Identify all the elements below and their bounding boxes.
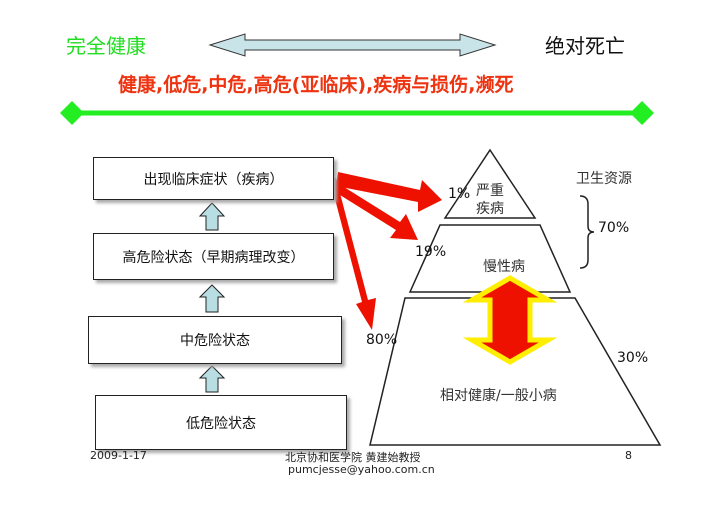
pyramid-top	[443, 148, 537, 219]
pct-top: 1%	[448, 186, 471, 202]
pct-middle: 19%	[415, 244, 447, 260]
double-arrow-health-death	[208, 33, 497, 57]
up-arrow-icon	[198, 365, 226, 393]
header-left-label: 完全健康	[66, 34, 146, 58]
spectrum-text: 健康,低危,中危,高危(亚临床),疾病与损伤,濒死	[118, 74, 514, 96]
header-right-label: 绝对死亡	[545, 34, 625, 58]
footer-date: 2009-1-17	[90, 449, 147, 462]
resources-lower-pct: 30%	[617, 350, 649, 366]
pyramid-middle-label: 慢性病	[483, 259, 525, 275]
footer-email: pumcjesse@yahoo.com.cn	[288, 463, 435, 476]
pyramid-bottom-label: 相对健康/一般小病	[440, 388, 557, 404]
stage-high-risk: 高危险状态（早期病理改变）	[93, 233, 334, 280]
stage-medium-risk: 中危险状态	[88, 316, 342, 364]
stage-clinical-symptoms: 出现临床症状（疾病）	[93, 157, 334, 200]
pyramid-top-line1: 严重	[476, 183, 504, 199]
diamond-left-icon	[60, 101, 84, 125]
diamond-right-icon	[630, 101, 654, 125]
up-arrow-icon	[198, 284, 226, 313]
pyramid-top-label: 严重疾病	[476, 182, 504, 218]
pct-bottom: 80%	[366, 332, 398, 348]
red-arrow-bottom	[330, 178, 376, 330]
red-arrow-top	[336, 172, 442, 212]
resources-upper-pct: 70%	[598, 220, 630, 236]
footer-author: 北京协和医学院 黄建始教授	[285, 451, 421, 464]
up-arrow-icon	[198, 202, 226, 231]
brace	[579, 195, 595, 269]
pyramid-top-line2: 疾病	[476, 201, 504, 217]
red-arrow-mid	[332, 182, 418, 240]
double-arrow-up-down	[462, 275, 558, 365]
resources-label: 卫生资源	[576, 171, 632, 187]
footer-page-number: 8	[625, 449, 632, 462]
pyramid-middle	[408, 224, 572, 293]
stage-low-risk: 低危险状态	[95, 395, 347, 450]
